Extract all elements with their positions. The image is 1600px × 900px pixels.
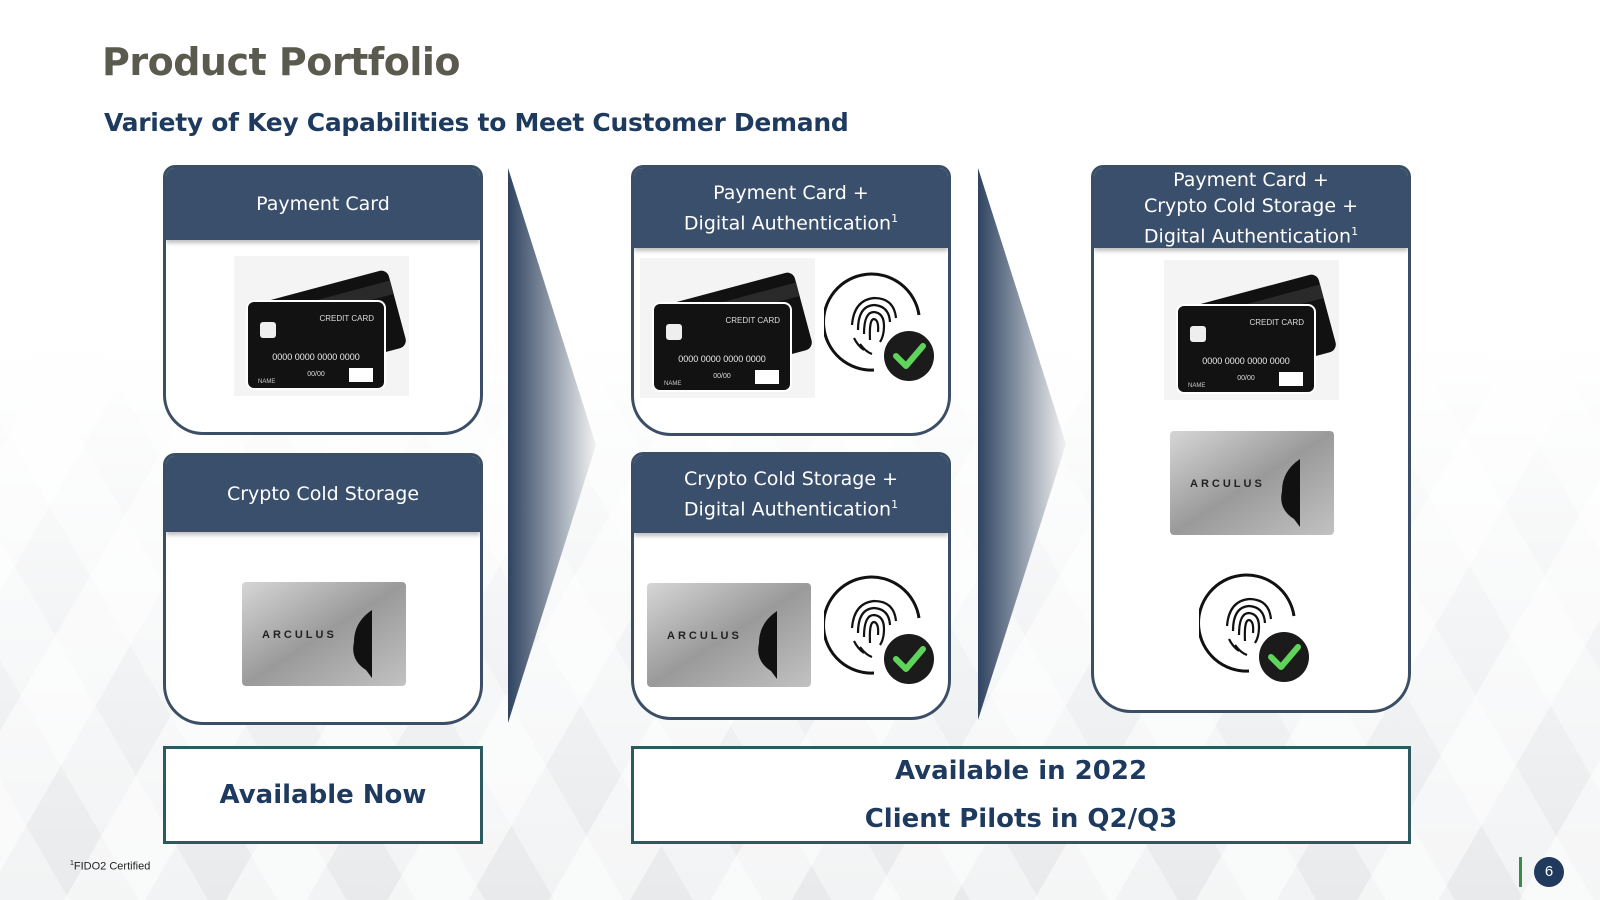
page-subtitle: Variety of Key Capabilities to Meet Cust… [104,108,849,137]
card-all-line3: Digital Authentication [1143,225,1352,248]
fingerprint-check-icon [1199,573,1309,682]
arculus-brand: ARCULUS [1190,478,1265,490]
page-title: Product Portfolio [102,40,461,84]
card-payment-auth-line1: Payment Card + [713,181,869,204]
credit-card-number: 0000 0000 0000 0000 [1202,356,1290,366]
card-payment-auth-line2: Digital Authentication [683,212,892,235]
available-2022-text: Available in 2022 [894,756,1148,786]
credit-card-expiry: 00/00 [307,371,325,378]
card-all-line2: Crypto Cold Storage + [1143,194,1359,217]
footnote-marker: 1 [70,860,74,867]
credit-card-name: NAME [1188,383,1205,389]
arculus-card-image: ARCULUS [647,583,811,687]
card-cold-auth-header: Crypto Cold Storage + Digital Authentica… [634,455,948,533]
card-payment-auth-header: Payment Card + Digital Authentication1 [634,168,948,248]
card-cold-header: Crypto Cold Storage [166,456,480,532]
arculus-card-image: ARCULUS [1170,431,1334,535]
available-now-box: Available Now [163,746,483,844]
card-all-in-one: Payment Card + Crypto Cold Storage + Dig… [1091,165,1411,713]
arculus-brand: ARCULUS [262,629,337,641]
fingerprint-check-icon [824,272,934,381]
credit-card-label: CREDIT CARD [319,314,374,323]
client-pilots-text: Client Pilots in Q2/Q3 [864,804,1178,834]
credit-card-image: CREDIT CARD 0000 0000 0000 0000 00/00 NA… [640,258,815,398]
arrow-1 [508,168,596,723]
footnote-marker: 1 [891,211,899,225]
credit-card-name: NAME [258,379,275,385]
footnote-marker: 1 [1351,224,1359,238]
card-all-header: Payment Card + Crypto Cold Storage + Dig… [1094,168,1408,248]
fingerprint-check-icon [824,575,934,684]
credit-card-expiry: 00/00 [713,373,731,380]
credit-card-number: 0000 0000 0000 0000 [678,354,766,364]
card-payment-auth: Payment Card + Digital Authentication1 C… [631,165,951,436]
credit-card-number: 0000 0000 0000 0000 [272,352,360,362]
credit-card-label: CREDIT CARD [1249,318,1304,327]
card-cold-title: Crypto Cold Storage [226,483,420,505]
card-cold-auth-line1: Crypto Cold Storage + [683,467,899,490]
card-payment-title: Payment Card [256,193,390,215]
card-cold-auth: Crypto Cold Storage + Digital Authentica… [631,452,951,720]
available-now-text: Available Now [219,780,427,810]
arculus-card-image: ARCULUS [242,582,406,686]
footnote: 1FIDO2 Certified [70,860,150,873]
page-number: 6 [1534,857,1564,887]
card-cold-auth-line2: Digital Authentication [683,498,892,521]
card-payment-header: Payment Card [166,168,480,240]
credit-card-image: CREDIT CARD 0000 0000 0000 0000 00/00 NA… [1164,260,1339,400]
arrow-2 [978,168,1066,720]
available-2022-box: Available in 2022 Client Pilots in Q2/Q3 [631,746,1411,844]
credit-card-label: CREDIT CARD [725,316,780,325]
credit-card-expiry: 00/00 [1237,375,1255,382]
footnote-text: FIDO2 Certified [73,860,151,873]
card-cold-storage: Crypto Cold Storage ARCULUS [163,453,483,725]
footnote-marker: 1 [891,497,899,511]
card-all-line1: Payment Card + [1173,168,1329,191]
page-divider [1519,857,1522,887]
card-payment: Payment Card CREDIT CARD 0000 0000 0000 … [163,165,483,435]
arculus-brand: ARCULUS [667,630,742,642]
credit-card-image: CREDIT CARD 0000 0000 0000 0000 00/00 NA… [234,256,409,396]
credit-card-name: NAME [664,381,681,387]
